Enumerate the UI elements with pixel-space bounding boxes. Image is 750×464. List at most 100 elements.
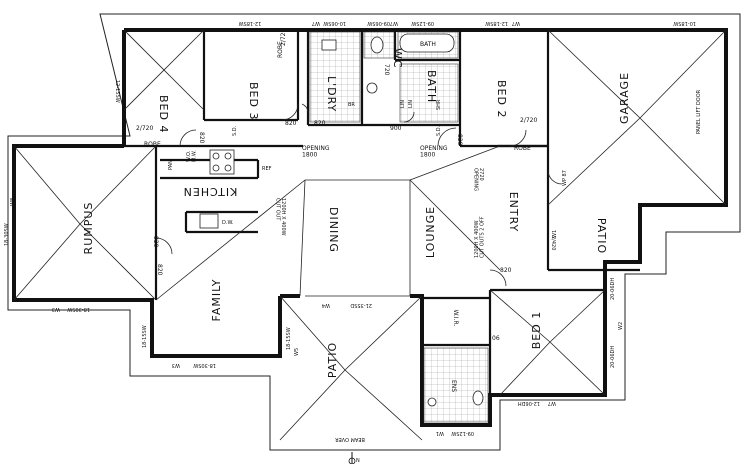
room-pan: PAN [168, 160, 174, 170]
label-820-b: 820 [285, 120, 297, 127]
room-bed3: BED 3 [247, 82, 260, 120]
window-patio-w4: W4 [322, 302, 330, 308]
room-rumpus: RUMPUS [82, 202, 95, 255]
room-lin1: LIN [400, 100, 406, 108]
label-820-c: 820 [314, 120, 326, 127]
label-cutout: 1200H X 400WCUT OUT [275, 198, 287, 236]
room-kitchen: KITCHEN [183, 185, 238, 198]
room-lin2: LIN [408, 100, 414, 108]
window-left-bed4: 12-15SW [114, 80, 120, 103]
room-garage: GARAGE [618, 72, 631, 124]
window-family-w3: W3 [172, 362, 180, 368]
window-top6: 09-12SW [411, 20, 434, 26]
label-06: 06 [492, 335, 500, 342]
window-patio-w5: W5 [294, 348, 300, 356]
window-labels: 12-18SW W7 10-06SW 09-06SW W7 09-12SW 12… [4, 20, 696, 436]
window-bed1-right-b: 20-06DH [610, 346, 616, 368]
label-w1: W1 [552, 230, 558, 238]
label-2720-c: 2/720 [280, 29, 287, 46]
door-labels: 820 820 820 820 820 820 820 2/720 2/720 … [136, 29, 702, 442]
window-top2: W7 [312, 20, 320, 26]
window-bed1-w7: W7 [548, 400, 556, 406]
room-bed1: BED 1 [530, 311, 543, 349]
label-cutouts-2off: 1200H X 400WCUT OUTS 2 OFF [474, 216, 486, 258]
window-family-bottom: 18-30SW [193, 362, 216, 368]
window-top3: 10-06SW [323, 20, 346, 26]
internal-walls [124, 30, 640, 395]
label-sd-a: S.D. [232, 125, 238, 136]
window-top4: 09-06SW [367, 20, 390, 26]
door-swings [155, 103, 563, 287]
room-bed4: BED 4 [157, 95, 170, 133]
room-patio-main: PATIO [326, 342, 339, 378]
room-ldry: L'DRY [325, 76, 338, 112]
room-shr: SHR [436, 99, 442, 110]
roof-hips [13, 29, 727, 441]
label-opening-2720: 2720OPENING [473, 168, 485, 191]
window-rumpus-w3: W3 [52, 306, 60, 312]
room-dw: D.W. [222, 220, 234, 226]
window-top5: W7 [390, 20, 398, 26]
window-ens-bottom: 09-12SW [451, 430, 474, 436]
room-wc: WC [391, 48, 404, 69]
room-family: FAMILY [210, 279, 223, 322]
window-family-left: 18-15SW [142, 325, 148, 348]
label-820-g: 820 [152, 236, 159, 248]
room-bath: BATH [425, 70, 438, 103]
label-820-d: 820 [456, 134, 463, 146]
label-720: 720 [383, 64, 390, 76]
label-900: 900 [390, 125, 402, 132]
room-br: BR [348, 102, 355, 108]
north-label: N [356, 458, 360, 464]
room-womw: W.O.M.W. [186, 150, 198, 162]
label-wp87: WP 87 [562, 170, 568, 186]
window-bed1-bottom: 12-06DH [518, 400, 540, 406]
window-top9: 10-18SW [673, 20, 696, 26]
bathtub [399, 33, 455, 53]
window-top7: 12-18SW [485, 20, 508, 26]
window-top1: 12-18SW [239, 20, 262, 26]
room-dining: DINING [327, 207, 340, 253]
window-top8: W7 [512, 20, 520, 26]
room-bath-tub: BATH [420, 41, 436, 48]
label-sd-b: S.D. [436, 125, 442, 136]
room-bed2: BED 2 [495, 80, 508, 118]
label-2720-a: 2/720 [136, 125, 153, 132]
window-rumpus-bottom: 18-30SW [67, 306, 90, 312]
room-wir: W.I.R. [452, 310, 459, 327]
basin [366, 82, 378, 94]
window-rumpus-left: 18-30SW [4, 223, 10, 246]
label-820-a: 820 [198, 132, 205, 144]
ens-toilet [472, 390, 484, 406]
label-2420: 2/420 [550, 236, 556, 250]
room-lounge: LOUNGE [424, 206, 437, 258]
wet-areas [309, 31, 489, 423]
window-patio-left: 18-15SW [286, 327, 292, 350]
window-ens-w1: W1 [436, 430, 444, 436]
room-ref: REF [262, 166, 272, 172]
window-bed1-w2: W2 [618, 322, 624, 330]
label-2720-b: 2/720 [520, 117, 537, 124]
room-ens: ENS [450, 380, 457, 392]
room-entry: ENTRY [507, 192, 520, 233]
kitchen-fixtures [199, 149, 235, 229]
label-820-f: 820 [500, 267, 512, 274]
window-patio-top: 21-35SD [350, 302, 372, 308]
sink [199, 213, 219, 229]
laundry-tub [321, 39, 337, 51]
room-robe-right: ROBE [514, 145, 531, 152]
room-labels: BED 4 BED 3 L'DRY WC BATH BATH BED 2 GAR… [82, 41, 631, 392]
window-bed1-right-a: 20-06DH [610, 278, 616, 300]
toilet [370, 36, 384, 54]
room-robe-left: ROBE [144, 141, 161, 148]
label-panel-lift: PANEL LIFT DOOR [696, 89, 702, 134]
north-symbol: N [348, 452, 360, 464]
ens-basin [427, 397, 437, 407]
room-robe-bed3: ROBE [277, 41, 284, 58]
room-patio-side: PATIO [595, 218, 608, 254]
roof-outline [7, 13, 741, 451]
label-beam-over: BEAM OVER [335, 436, 365, 442]
